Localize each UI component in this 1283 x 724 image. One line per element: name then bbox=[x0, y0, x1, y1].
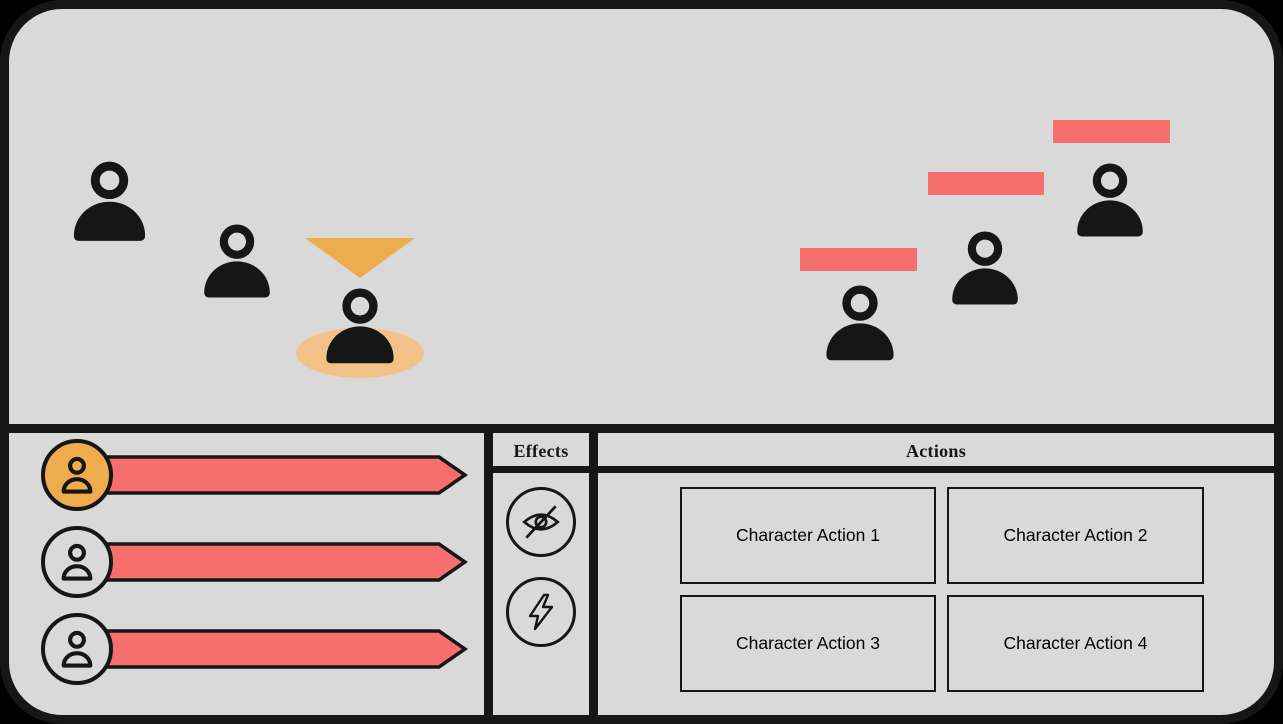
enemy-health-bar-2 bbox=[928, 172, 1044, 195]
person-icon bbox=[73, 161, 146, 241]
party-health-bar-1 bbox=[104, 455, 468, 495]
enemy-character-3[interactable] bbox=[1069, 161, 1151, 243]
party-panel bbox=[0, 433, 484, 716]
character-action-3-button[interactable]: Character Action 3 bbox=[680, 595, 936, 692]
person-icon bbox=[61, 456, 93, 494]
character-action-4-button[interactable]: Character Action 4 bbox=[947, 595, 1204, 692]
effect-energy-button[interactable] bbox=[506, 577, 576, 647]
character-action-2-button[interactable]: Character Action 2 bbox=[947, 487, 1204, 584]
person-icon bbox=[61, 630, 93, 668]
ally-character-3-selected[interactable] bbox=[318, 286, 402, 370]
person-icon bbox=[952, 231, 1018, 305]
enemy-character-1[interactable] bbox=[818, 283, 902, 367]
person-icon bbox=[326, 288, 394, 364]
enemy-character-2[interactable] bbox=[944, 229, 1026, 311]
person-icon bbox=[61, 543, 93, 581]
character-action-1-button[interactable]: Character Action 1 bbox=[680, 487, 936, 584]
party-health-bar-3 bbox=[104, 629, 468, 669]
person-icon bbox=[826, 285, 894, 361]
party-avatar-1[interactable] bbox=[41, 439, 113, 511]
divider-vertical-right bbox=[589, 424, 598, 724]
party-avatar-3[interactable] bbox=[41, 613, 113, 685]
person-icon bbox=[1077, 163, 1143, 237]
divider-vertical-left bbox=[484, 424, 493, 724]
actions-panel-title: Actions bbox=[905, 440, 967, 461]
selection-indicator-triangle bbox=[305, 238, 415, 278]
lightning-bolt-icon bbox=[528, 593, 554, 631]
party-avatar-2[interactable] bbox=[41, 526, 113, 598]
ally-character-2[interactable] bbox=[196, 222, 278, 304]
divider-horizontal-top bbox=[0, 424, 1283, 433]
person-icon bbox=[204, 224, 270, 298]
enemy-health-bar-3 bbox=[1053, 120, 1170, 143]
effects-panel-title: Effects bbox=[513, 440, 569, 461]
party-health-bar-2 bbox=[104, 542, 468, 582]
eye-slash-icon bbox=[522, 505, 560, 539]
enemy-health-bar-1 bbox=[800, 248, 917, 271]
effect-hidden-button[interactable] bbox=[506, 487, 576, 557]
divider-header-underline bbox=[484, 466, 1283, 473]
ally-character-1[interactable] bbox=[65, 159, 154, 248]
battle-scene bbox=[65, 120, 1170, 378]
